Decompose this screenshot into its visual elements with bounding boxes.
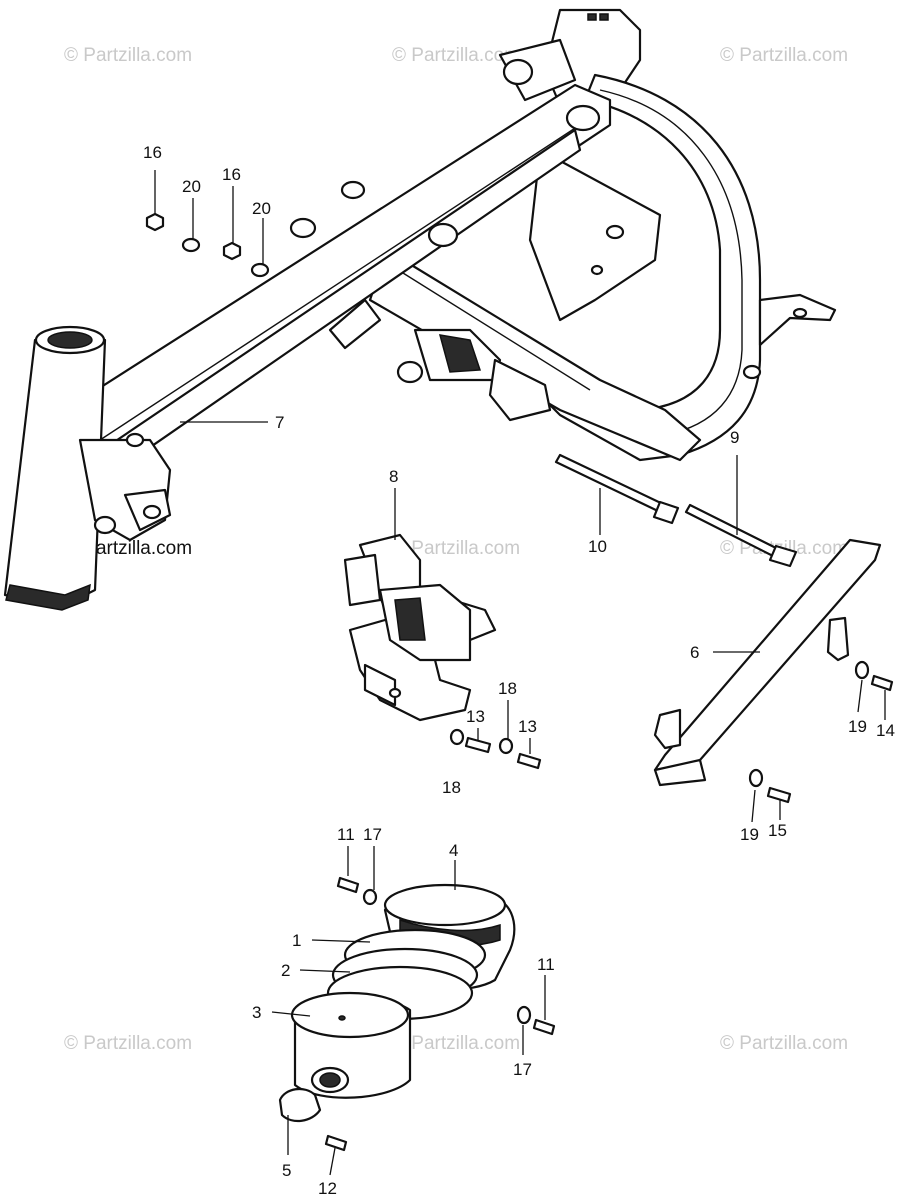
callout-20: 20 [252, 199, 271, 218]
callout-6: 6 [690, 643, 699, 662]
callouts: 16 20 16 20 7 8 9 10 6 18 13 13 18 19 14… [143, 143, 895, 1198]
bolt-10 [554, 453, 680, 525]
watermark: © Partzilla.com [392, 538, 520, 559]
frame-assembly [3, 8, 837, 611]
callout-14: 14 [876, 721, 895, 740]
callout-2: 2 [281, 961, 290, 980]
fasteners [145, 212, 894, 1152]
callout-7: 7 [275, 413, 284, 432]
callout-12: 12 [318, 1179, 337, 1198]
callout-15: 15 [768, 821, 787, 840]
callout-17: 17 [363, 825, 382, 844]
watermark: © Partzilla.com [64, 45, 192, 66]
callout-10: 10 [588, 537, 607, 556]
watermark: © Partzilla.com [392, 1033, 520, 1054]
callout-18: 18 [498, 679, 517, 698]
callout-5: 5 [282, 1161, 291, 1180]
callout-11: 11 [337, 825, 355, 844]
leader-lines [154, 170, 886, 1176]
watermark: © Partzilla.com [64, 1033, 192, 1054]
callout-3: 3 [252, 1003, 261, 1022]
callout-16: 16 [143, 143, 162, 162]
callout-9: 9 [730, 428, 739, 447]
callout-8: 8 [389, 467, 398, 486]
callout-18: 18 [442, 778, 461, 797]
callout-13: 13 [466, 707, 485, 726]
callout-1: 1 [292, 931, 301, 950]
watermark: © Partzilla.com [720, 1033, 848, 1054]
callout-13: 13 [518, 717, 537, 736]
watermark: © Partzilla.com [392, 45, 520, 66]
callout-19: 19 [740, 825, 759, 844]
callout-20: 20 [182, 177, 201, 196]
bolt-9 [684, 503, 798, 568]
chain-guard [653, 538, 882, 787]
callout-4: 4 [449, 841, 458, 860]
watermark: © Partzilla.com [720, 45, 848, 66]
engine-mount-bracket [343, 533, 497, 722]
callout-19: 19 [848, 717, 867, 736]
callout-16: 16 [222, 165, 241, 184]
callout-11: 11 [537, 955, 555, 974]
drum-assembly [278, 883, 516, 1123]
callout-17: 17 [513, 1060, 532, 1079]
